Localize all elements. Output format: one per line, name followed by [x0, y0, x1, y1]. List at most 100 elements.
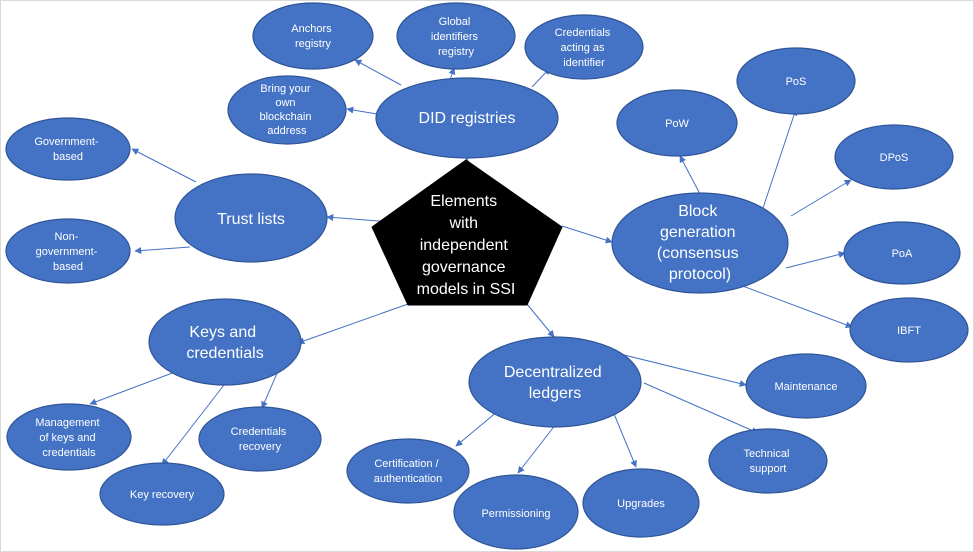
management-of-keys-and-credentials-label-line: Management	[35, 417, 99, 429]
pow-label: PoW	[665, 118, 689, 130]
node-upgrades: Upgrades	[582, 468, 700, 538]
global-identifiers-registry-label-line: identifiers	[431, 31, 479, 43]
ibft-ellipse	[849, 297, 969, 363]
credentials-recovery-label: Credentials recovery	[231, 426, 290, 453]
permissioning-label: Permissioning	[481, 508, 550, 520]
edge-block-pos	[762, 108, 798, 209]
node-dpos: DPoS	[834, 124, 954, 190]
edge-keys-credentials-recovery	[261, 370, 279, 409]
government-based-ellipse	[5, 117, 131, 181]
management-of-keys-and-credentials-label-line: of keys and	[39, 432, 95, 444]
keys-and-credentials-ellipse	[148, 298, 302, 386]
keys-and-credentials-label-line: Keys and	[189, 324, 256, 341]
poa-label-line: PoA	[892, 248, 913, 260]
key-recovery-label-line: Key recovery	[130, 489, 195, 501]
node-block-generation: Block generation (consensus protocol)	[611, 192, 789, 294]
bring-your-own-blockchain-address-label-line: Bring your	[260, 83, 310, 95]
technical-support-label-line: Technical	[744, 448, 790, 460]
node-certification-authentication: Certification / authentication	[346, 438, 470, 504]
certification-authentication-label-line: Certification /	[374, 458, 439, 470]
center-label-line: Elements	[430, 193, 497, 210]
poa-ellipse	[843, 221, 961, 285]
credentials-acting-as-identifier-label-line: identifier	[563, 57, 605, 69]
node-credentials-recovery: Credentials recovery	[198, 406, 322, 472]
bring-your-own-blockchain-address-ellipse	[227, 75, 347, 145]
maintenance-label-line: Maintenance	[775, 381, 838, 393]
node-decentralized-ledgers: Decentralized ledgers	[468, 336, 642, 428]
edge-block-ibft	[739, 284, 853, 329]
pow-ellipse	[616, 89, 738, 157]
block-generation-label: Block generation (consensus protocol)	[657, 203, 743, 283]
certification-authentication-ellipse	[346, 438, 470, 504]
node-trust-lists: Trust lists	[174, 173, 328, 263]
node-management-of-keys-and-credentials: Management of keys and credentials	[6, 403, 132, 471]
upgrades-ellipse	[582, 468, 700, 538]
upgrades-label: Upgrades	[617, 498, 665, 510]
edge-did-anchors	[354, 59, 402, 86]
node-keys-and-credentials: Keys and credentials	[148, 298, 302, 386]
upgrades-label-line: Upgrades	[617, 498, 665, 510]
edge-trust-non-government	[134, 246, 191, 255]
government-based-label-line: Government-	[34, 136, 99, 148]
decentralized-ledgers-label: Decentralized ledgers	[504, 364, 606, 402]
node-bring-your-own-blockchain-address: Bring your own blockchain address	[227, 75, 347, 145]
maintenance-ellipse	[745, 353, 867, 419]
credentials-acting-as-identifier-ellipse	[524, 14, 644, 80]
edge-trust-government	[131, 148, 197, 183]
bring-your-own-blockchain-address-label-line: blockchain	[259, 111, 311, 123]
edge-ledgers-upgrades	[611, 408, 637, 468]
block-generation-label-line: (consensus	[657, 245, 739, 262]
center-node: Elements with independent governance mod…	[371, 159, 563, 306]
non-government-based-label: Non- government- based	[36, 231, 101, 273]
certification-authentication-label-line: authentication	[374, 473, 443, 485]
permissioning-ellipse	[453, 474, 579, 550]
anchors-registry-label: Anchors registry	[291, 23, 334, 50]
edge-ledgers-technical-support	[643, 382, 759, 434]
block-generation-ellipse	[611, 192, 789, 294]
dpos-label: DPoS	[880, 152, 909, 164]
edge-block-pow	[679, 155, 701, 195]
ibft-label: IBFT	[897, 325, 921, 337]
node-pos: PoS	[736, 47, 856, 115]
node-pow: PoW	[616, 89, 738, 157]
anchors-registry-label-line: registry	[295, 38, 332, 50]
bring-your-own-blockchain-address-label: Bring your own blockchain address	[259, 83, 314, 137]
node-key-recovery: Key recovery	[99, 462, 225, 526]
node-credentials-acting-as-identifier: Credentials acting as identifier	[524, 14, 644, 80]
credentials-acting-as-identifier-label-line: acting as	[560, 42, 605, 54]
technical-support-label: Technical support	[744, 448, 793, 475]
technical-support-ellipse	[708, 428, 828, 494]
node-technical-support: Technical support	[708, 428, 828, 494]
decentralized-ledgers-label-line: Decentralized	[504, 364, 602, 381]
node-government-based: Government- based	[5, 117, 131, 181]
edge-center-keys-credentials	[297, 303, 409, 345]
edge-ledgers-permissioning	[517, 423, 557, 474]
global-identifiers-registry-label-line: Global	[439, 16, 471, 28]
node-maintenance: Maintenance	[745, 353, 867, 419]
government-based-label-line: based	[53, 151, 83, 163]
node-ibft: IBFT	[849, 297, 969, 363]
trust-lists-ellipse	[174, 173, 328, 263]
node-global-identifiers-registry: Global identifiers registry	[396, 2, 516, 70]
center-label-line: models in SSI	[417, 281, 516, 298]
technical-support-label-line: support	[750, 463, 787, 475]
did-registries-label-line: DID registries	[419, 110, 516, 127]
poa-label: PoA	[892, 248, 913, 260]
global-identifiers-registry-label-line: registry	[438, 46, 475, 58]
ibft-label-line: IBFT	[897, 325, 921, 337]
node-permissioning: Permissioning	[453, 474, 579, 550]
pos-label: PoS	[786, 76, 807, 88]
edge-block-poa	[785, 251, 846, 269]
center-label-line: governance	[422, 259, 506, 276]
anchors-registry-label-line: Anchors	[291, 23, 332, 35]
credentials-acting-as-identifier-label: Credentials acting as identifier	[555, 27, 614, 69]
global-identifiers-registry-label: Global identifiers registry	[431, 16, 481, 58]
edge-keys-management	[89, 371, 176, 406]
dpos-label-line: DPoS	[880, 152, 909, 164]
edge-ledgers-maintenance	[619, 353, 747, 387]
keys-and-credentials-label-line: credentials	[186, 345, 263, 362]
management-of-keys-and-credentials-ellipse	[6, 403, 132, 471]
key-recovery-ellipse	[99, 462, 225, 526]
non-government-based-ellipse	[5, 218, 131, 284]
